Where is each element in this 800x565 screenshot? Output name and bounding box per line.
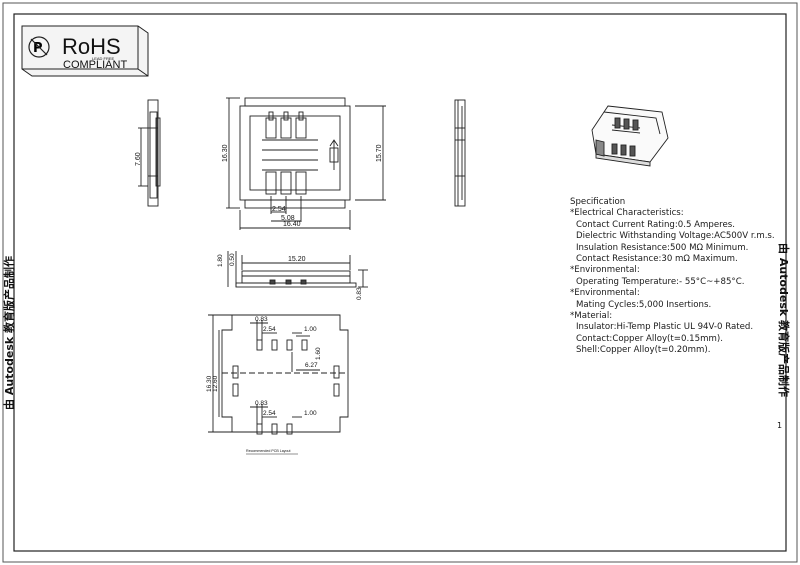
specification-block: Specification *Electrical Characteristic… [570,197,775,357]
rohs-title: RoHS [62,34,121,59]
lead-free-icon: P [28,36,50,58]
spec-temperature: Operating Temperature:- 55°C~+85°C. [576,276,745,287]
top-view: 16.30 15.70 2.54 5.08 16.40 [222,97,386,230]
dim-top-1630: 16.30 [222,144,229,162]
spec-insulation: Insulation Resistance:500 MΩ Minimum. [576,242,749,253]
spec-contact-material: Contact:Copper Alloy(t=0.15mm). [576,333,723,344]
inner-border [13,13,787,552]
watermark-left: 由 Autodesk 教育版产品制作 [2,256,16,410]
dim-pcb-083a: 0.83 [255,316,268,323]
dim-front-050: 0.50 [229,253,236,266]
watermark-right-mark: 1 [777,421,782,430]
spec-mating: Mating Cycles:5,000 Insertions. [576,299,712,310]
dim-top-508: 5.08 [281,215,295,222]
svg-text:P: P [33,41,43,56]
dim-front-083: 0.83 [356,287,363,300]
dim-pcb-100a: 1.00 [304,326,317,333]
lead-free-text: LEAD FREE [92,56,115,61]
dim-front-180: 1.80 [217,254,224,267]
dim-pcb-1260: 12.60 [212,375,219,392]
spec-environmental-1: *Environmental: [570,265,640,276]
dim-front-1520: 15.20 [288,256,306,263]
dim-side-760: 7.60 [135,152,142,166]
spec-current: Contact Current Rating:0.5 Amperes. [576,219,736,230]
rohs-subtitle: COMPLIANT [63,59,127,71]
dim-pcb-254b: 2.54 [263,410,276,417]
side-view: 7.60 [135,99,161,207]
pcb-layout-label: Recommended PCB Layout [246,449,291,453]
dim-top-254: 2.54 [272,206,286,213]
spec-heading: Specification [570,197,626,207]
spec-material: *Material: [570,311,613,322]
isometric-view [591,105,669,167]
right-side-view [454,99,466,207]
watermark-right: 由 Autodesk 教育版产品制作 [777,243,791,397]
spec-electrical: *Electrical Characteristics: [570,208,684,219]
front-view: 1.80 0.50 15.20 0.83 [217,251,368,300]
spec-contact-resistance: Contact Resistance:30 mΩ Maximum. [576,254,738,265]
spec-environmental-2: *Environmental: [570,288,640,299]
spec-dielectric: Dielectric Withstanding Voltage:AC500V r… [576,231,775,242]
spec-insulator: Insulator:Hi-Temp Plastic UL 94V-0 Rated… [576,322,754,333]
dim-top-1640: 16.40 [283,221,301,228]
spec-shell: Shell:Copper Alloy(t=0.20mm). [576,345,711,356]
dim-pcb-160: 1.60 [315,347,322,360]
dim-pcb-1630: 16.30 [206,375,213,392]
dim-pcb-083b: 0.83 [255,400,268,407]
rohs-badge: P RoHS LEAD FREE COMPLIANT [21,25,149,77]
pcb-layout: 0.83 2.54 1.00 1.60 6.27 16.30 12.60 0.8… [206,314,349,455]
dim-top-1570: 15.70 [376,144,383,162]
dim-pcb-100b: 1.00 [304,410,317,417]
dim-pcb-627: 6.27 [305,362,318,369]
dim-pcb-254a: 2.54 [263,326,276,333]
